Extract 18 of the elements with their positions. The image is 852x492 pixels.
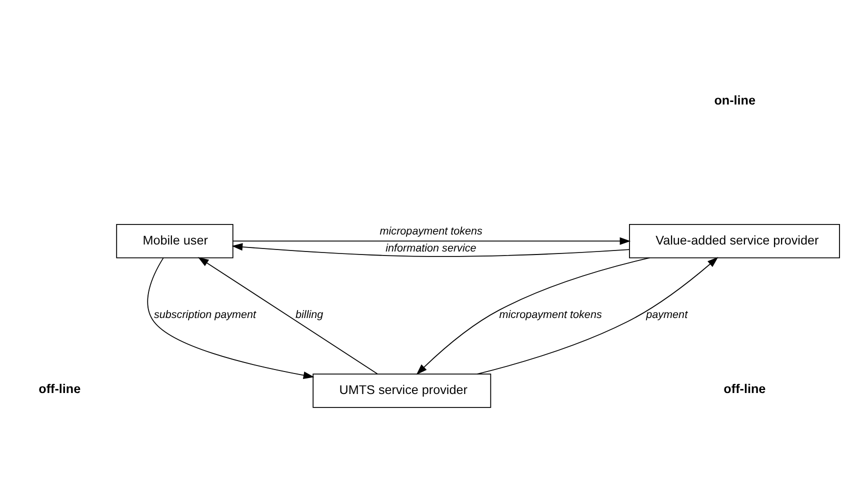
edge-label: payment <box>646 308 688 320</box>
arrow <box>147 257 314 378</box>
edge-label: information service <box>386 242 476 254</box>
edge-label: micropayment tokens <box>499 308 602 320</box>
arrow <box>416 256 650 374</box>
label: on-line <box>714 93 756 108</box>
node-box: Mobile user <box>116 223 234 258</box>
arrow <box>232 242 630 256</box>
arrow <box>232 236 631 244</box>
edge-label: subscription payment <box>154 308 256 320</box>
arrow <box>476 256 718 374</box>
node-box: UMTS service provider <box>312 373 492 408</box>
label: off-line <box>38 382 81 396</box>
label: off-line <box>724 382 766 396</box>
edge-label: billing <box>296 308 324 320</box>
node-box: Value-added service provider <box>629 223 840 258</box>
edge-label: micropayment tokens <box>380 224 482 237</box>
arrow <box>198 256 378 374</box>
